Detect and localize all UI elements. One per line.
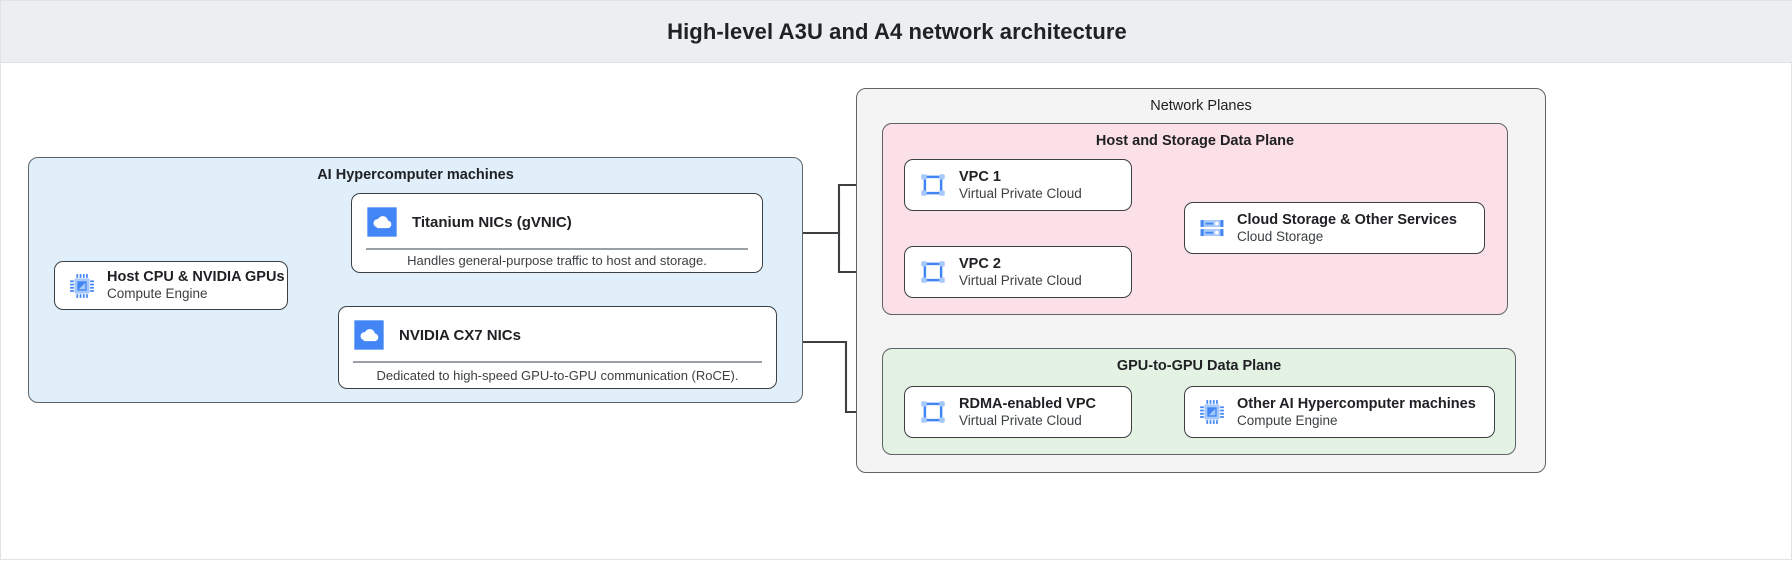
- group-label-ai-machines: AI Hypercomputer machines: [317, 167, 514, 183]
- card-divider: [353, 361, 762, 363]
- node-subtitle: Cloud Storage: [1237, 228, 1324, 244]
- vpc-icon: [921, 401, 945, 423]
- node-subtitle: Compute Engine: [107, 286, 208, 302]
- node-host-cpu-nvidia-gpus[interactable]: Host CPU & NVIDIA GPUs Compute Engine: [54, 261, 288, 310]
- node-title: RDMA-enabled VPC: [959, 395, 1096, 412]
- cloud-icon: [354, 320, 384, 350]
- cloud-storage-icon: [1200, 220, 1224, 237]
- node-other-ai-hypercomputer-machines[interactable]: Other AI Hypercomputer machines Compute …: [1184, 386, 1495, 438]
- node-title: Other AI Hypercomputer machines: [1237, 395, 1476, 412]
- cpu-chip-icon: [1200, 400, 1224, 424]
- node-subtitle: Virtual Private Cloud: [959, 412, 1082, 428]
- group-label-gpu-plane: GPU-to-GPU Data Plane: [1116, 358, 1282, 374]
- vpc-icon: [921, 174, 945, 196]
- card-description: Handles general-purpose traffic to host …: [407, 253, 707, 269]
- card-description: Dedicated to high-speed GPU-to-GPU commu…: [376, 367, 739, 383]
- group-label-host-storage: Host and Storage Data Plane: [1095, 133, 1295, 149]
- card-title: NVIDIA CX7 NICs: [399, 326, 521, 344]
- node-title: VPC 2: [959, 255, 1001, 272]
- node-title: Cloud Storage & Other Services: [1237, 211, 1457, 228]
- card-header: NVIDIA CX7 NICs: [339, 307, 776, 361]
- node-subtitle: Virtual Private Cloud: [959, 272, 1082, 288]
- node-rdma-enabled-vpc[interactable]: RDMA-enabled VPC Virtual Private Cloud: [904, 386, 1132, 438]
- card-header: Titanium NICs (gVNIC): [352, 194, 762, 248]
- node-vpc-1[interactable]: VPC 1 Virtual Private Cloud: [904, 159, 1132, 211]
- page-title: High-level A3U and A4 network architectu…: [667, 18, 1127, 44]
- node-vpc-2[interactable]: VPC 2 Virtual Private Cloud: [904, 246, 1132, 298]
- node-subtitle: Virtual Private Cloud: [959, 185, 1082, 201]
- group-label-network-planes: Network Planes: [1150, 98, 1252, 114]
- node-cloud-storage[interactable]: Cloud Storage & Other Services Cloud Sto…: [1184, 202, 1485, 254]
- node-title: Host CPU & NVIDIA GPUs: [107, 269, 285, 285]
- cpu-chip-icon: [70, 273, 94, 298]
- page-title-bar: High-level A3U and A4 network architectu…: [1, 1, 1792, 63]
- card-divider: [366, 248, 748, 250]
- node-subtitle: Compute Engine: [1237, 412, 1338, 428]
- node-title: VPC 1: [959, 168, 1001, 185]
- card-nvidia-cx7-nics[interactable]: NVIDIA CX7 NICs Dedicated to high-speed …: [338, 306, 777, 389]
- cloud-icon: [367, 207, 397, 237]
- card-title: Titanium NICs (gVNIC): [412, 213, 572, 231]
- card-titanium-nics[interactable]: Titanium NICs (gVNIC) Handles general-pu…: [351, 193, 763, 273]
- vpc-icon: [921, 261, 945, 283]
